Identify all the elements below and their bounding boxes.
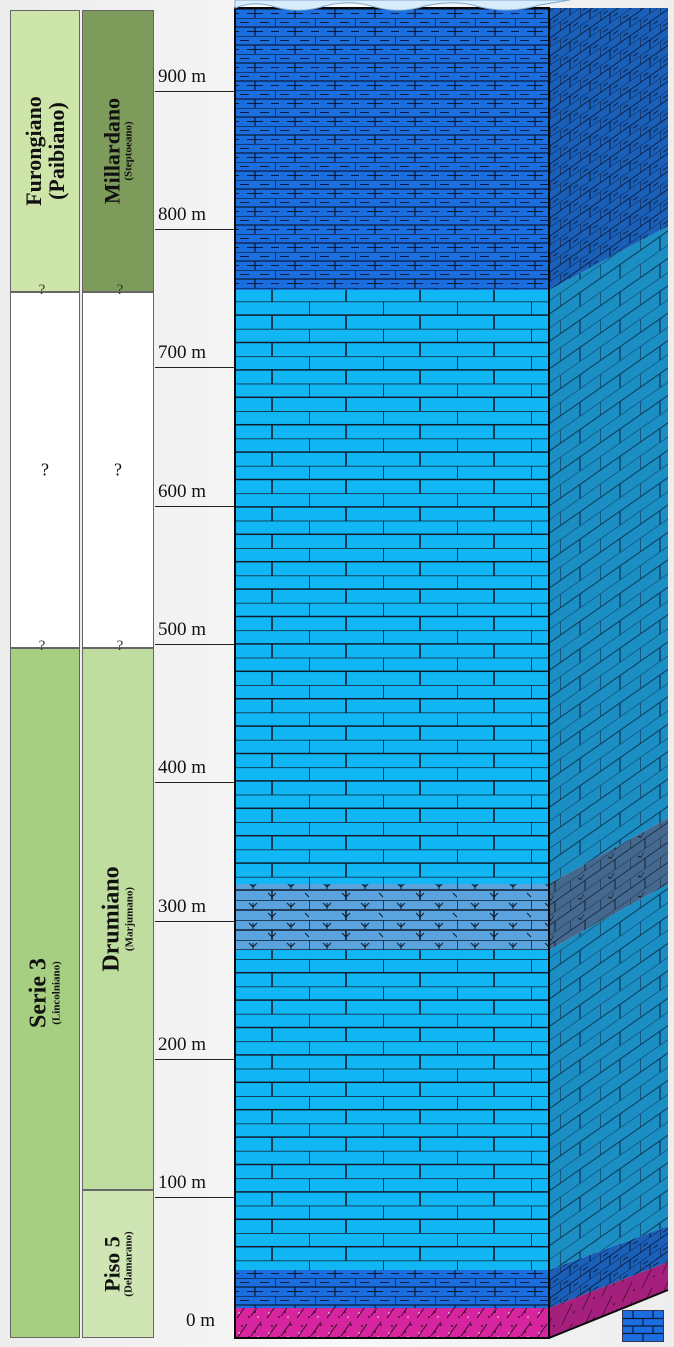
legend-swatch-shaly-limestone — [622, 1310, 664, 1342]
stage-unknown-mark: ? — [114, 459, 122, 480]
column-edge — [548, 1289, 669, 1339]
boundary-mark: ? — [38, 281, 46, 298]
top-surface — [234, 0, 571, 11]
depth-tickline — [155, 229, 235, 230]
depth-tick-700: 700 m — [158, 342, 207, 363]
boundary-mark: ? — [38, 637, 46, 654]
layer-dolomite-side — [549, 818, 668, 950]
layer-shaly-limestone-side — [549, 8, 668, 290]
layer-limestone-side — [549, 884, 668, 1270]
layer-sandstone-front — [235, 1308, 549, 1338]
depth-tickline — [155, 644, 235, 645]
series-unknown: ? — [10, 292, 80, 648]
depth-tick-200: 200 m — [158, 1034, 207, 1055]
layer-shaly-limestone-front — [235, 8, 549, 290]
stage-millardano: Millardano (Steptoeano) — [82, 10, 154, 292]
boundary-mark: ? — [116, 281, 124, 298]
layer-shaly-limestone-front — [235, 1270, 549, 1308]
depth-tickline — [155, 921, 235, 922]
depth-tickline — [155, 91, 235, 92]
depth-tick-0: 0 m — [186, 1310, 216, 1331]
series-furongiano: Furongiano (Paibiano) — [10, 10, 80, 292]
depth-tickline — [155, 506, 235, 507]
layer-limestone-front — [235, 290, 549, 884]
depth-tickline — [155, 782, 235, 783]
series-unknown-mark: ? — [41, 459, 49, 480]
depth-tick-900: 900 m — [158, 66, 207, 87]
depth-tick-100: 100 m — [158, 1172, 207, 1193]
stage-unknown: ? — [82, 292, 154, 648]
stage-drumiano: Drumiano (Marjumano) — [82, 648, 154, 1190]
depth-tick-800: 800 m — [158, 204, 207, 225]
layer-shaly-limestone-side — [549, 1226, 668, 1308]
depth-tickline — [155, 1197, 235, 1198]
depth-tick-300: 300 m — [158, 896, 207, 917]
depth-tick-600: 600 m — [158, 481, 207, 502]
layer-dolomite-front — [235, 884, 549, 950]
series-serie3: Serie 3 (Lincolniano) — [10, 648, 80, 1338]
layer-sandstone-side — [549, 1262, 668, 1338]
depth-tick-500: 500 m — [158, 619, 207, 640]
boundary-mark: ? — [116, 637, 124, 654]
layer-limestone-front — [235, 950, 549, 1270]
depth-tickline — [155, 367, 235, 368]
layer-limestone-side — [549, 226, 668, 884]
depth-tickline — [155, 1059, 235, 1060]
stage-piso5: Piso 5 (Delamarano) — [82, 1190, 154, 1338]
depth-tick-400: 400 m — [158, 757, 207, 778]
